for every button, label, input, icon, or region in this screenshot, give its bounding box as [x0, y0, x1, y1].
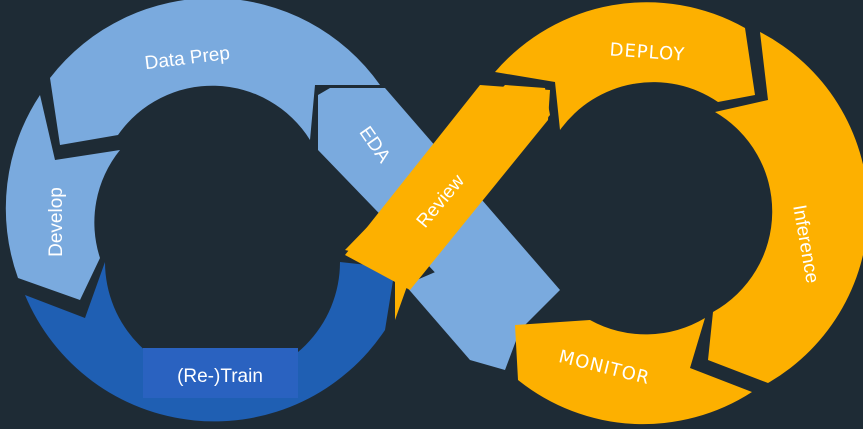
segment-inference: [708, 32, 863, 383]
segment-review-body: [345, 85, 550, 290]
retrain-label-box: [143, 348, 298, 398]
segment-retrain: [25, 262, 395, 422]
segment-eda-tail: [405, 270, 520, 370]
segment-data-prep: [50, 0, 380, 145]
label-retrain: (Re-)Train: [177, 366, 263, 387]
segment-develop: [5, 95, 120, 300]
label-develop: Develop: [46, 187, 67, 257]
segment-deploy: [495, 2, 755, 130]
segment-monitor: [515, 318, 752, 425]
